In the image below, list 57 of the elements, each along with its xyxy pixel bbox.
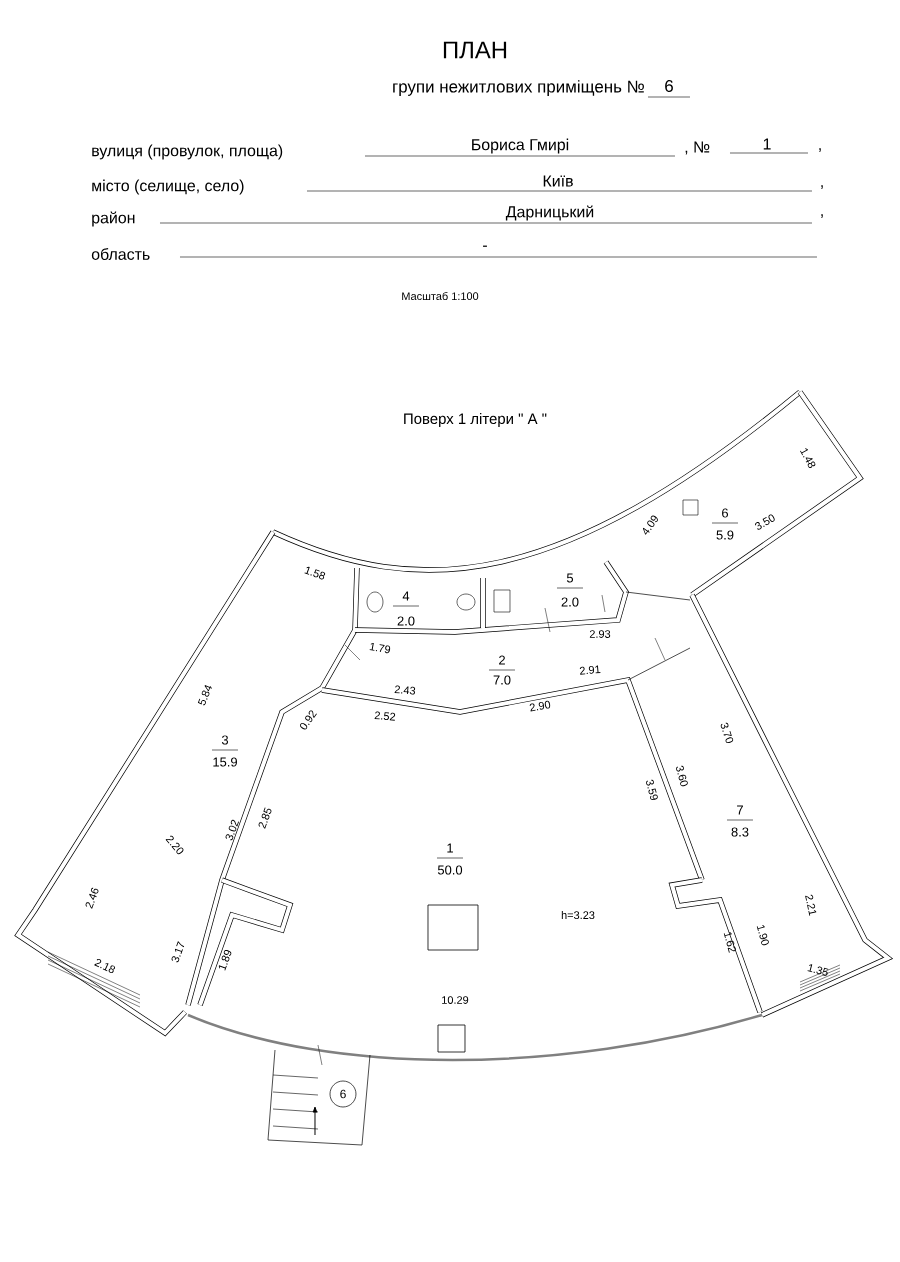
dimension-label: 2.18 [94,959,116,974]
dimension-label: 1.35 [807,964,829,976]
subtitle: групи нежитлових приміщень № [393,80,644,96]
room-number: 6 [722,508,729,518]
room-number: 3 [221,735,229,745]
field-value: 6 [665,80,673,92]
room-number: 2 [499,655,505,665]
room-area: 5.9 [716,530,734,540]
field-value: 1 [763,138,771,150]
room-number: 1 [447,843,453,853]
dimension-label: 3.50 [755,514,775,530]
dimension-label: 2.91 [579,665,601,675]
room-area: 2.0 [561,597,579,607]
room-number: 7 [737,805,743,815]
dimension-label: 1.90 [756,925,769,946]
dimension-label: 1.58 [304,566,326,580]
punctuation: , [819,148,821,152]
field-label: вулиця (провулок, площа) [92,144,283,160]
field-label: район [92,211,135,227]
dimension-label: 1.48 [800,448,816,469]
field-value: - [483,245,487,247]
dimension-label: 1.79 [369,642,391,654]
dimension-label: 2.46 [85,887,99,909]
dimension-label: 1.62 [723,932,736,953]
dimension-label: 2.90 [529,700,551,712]
room-area: 8.3 [731,827,749,837]
dimension-label: 3.17 [171,941,185,963]
room-area: 50.0 [437,865,463,875]
field-label: область [91,248,150,260]
field-value: Київ [543,175,573,187]
dimension-label: 3.59 [646,779,658,801]
ceiling-height: h=3.23 [561,911,595,920]
dimension-label: 2.85 [258,807,272,829]
room-area: 2.0 [397,616,415,626]
scale-note: Масштаб 1:100 [402,291,479,301]
dimension-label: 2.21 [805,894,817,916]
dimension-label: 2.52 [374,711,396,721]
dimension-label: 3.70 [720,722,734,744]
plan-title: ПЛАН [443,41,507,59]
field-label: місто (селище, село) [92,179,244,195]
dimension-label: 2.43 [394,685,416,695]
room-number: 5 [566,573,574,583]
dimension-label: 3.60 [676,765,688,787]
dimension-label: 10.29 [442,996,469,1004]
punctuation: , [821,185,823,189]
field-value: Дарницький [505,205,594,221]
field-label: , № [685,141,710,155]
room-area: 15.9 [213,757,237,767]
room-number: 4 [402,591,410,601]
field-value: Бориса Гмирі [472,138,569,154]
punctuation: , [821,214,823,218]
dimension-label: 3.02 [225,819,239,841]
dimension-label: 5.84 [197,685,212,706]
floor-heading: Поверх 1 літери " А " [404,413,547,427]
room-area: 7.0 [493,675,511,685]
dimension-label: 1.89 [218,950,232,971]
dimension-label: 2.93 [589,630,611,638]
